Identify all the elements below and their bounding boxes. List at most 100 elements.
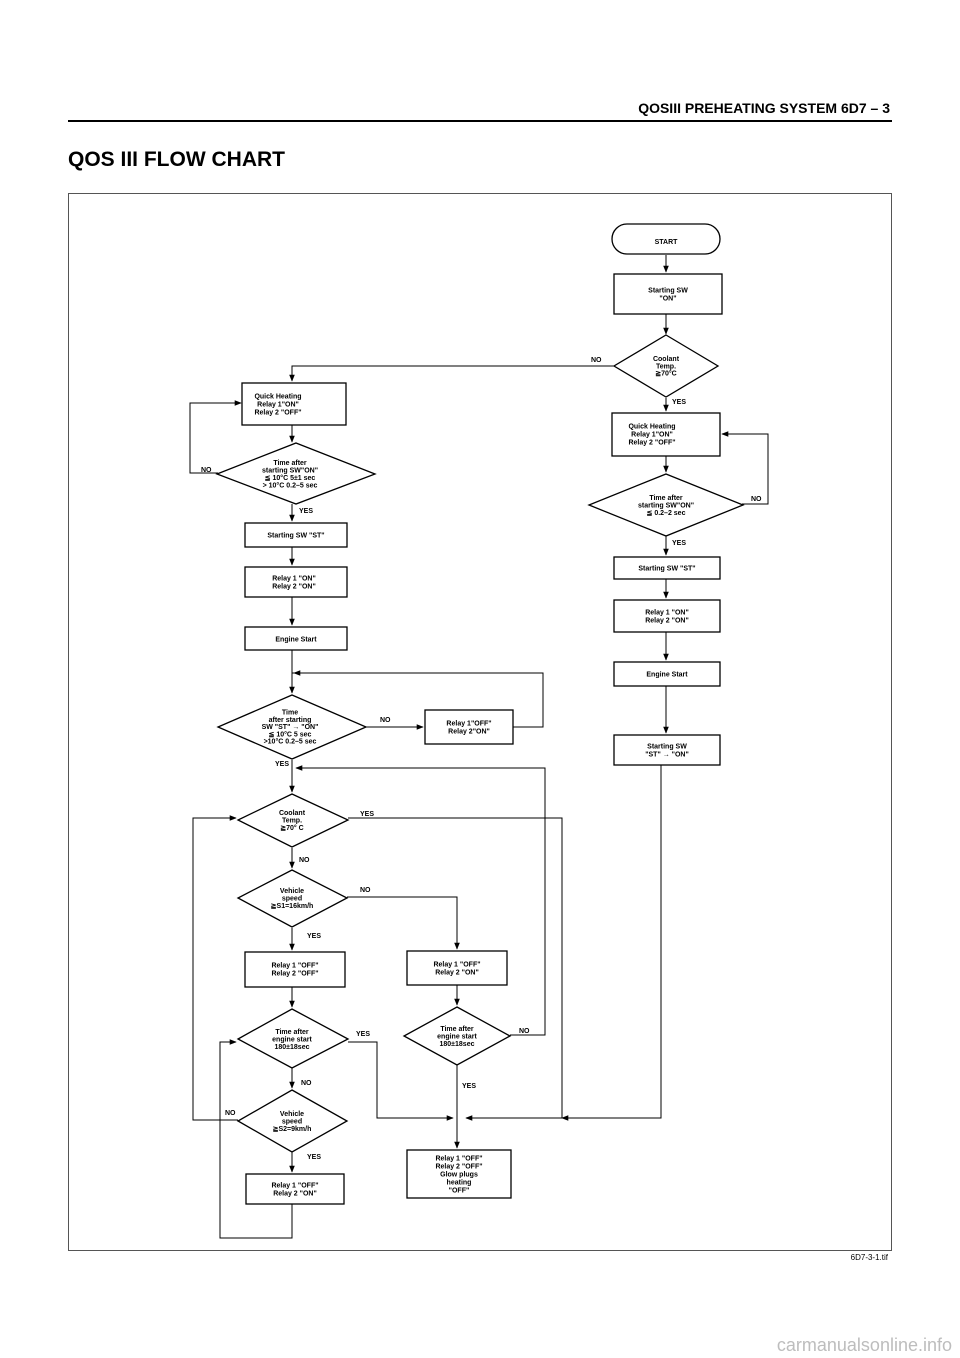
- node-label-m-relay-off-on2: Relay 1 "OFF": [433, 961, 480, 968]
- edge-label-l-speed2-yes: YES: [307, 1154, 321, 1161]
- node-label-l-coolant2: Coolant: [279, 810, 306, 817]
- start-terminator: [611, 223, 721, 255]
- node-label-m-relay-off-on2: Relay 2 "ON": [435, 970, 479, 977]
- node-label-l-relay-off-on3: Relay 1 "OFF": [271, 1182, 318, 1189]
- decision-vehicle-speed-2: [236, 1089, 349, 1153]
- node-label-r-swst: Starting SW "ST": [638, 566, 695, 573]
- node-label-l-time2: after starting: [269, 717, 312, 724]
- node-label-l-swst: Starting SW "ST": [267, 533, 324, 540]
- node-label-r-coolant1: Coolant: [653, 356, 680, 363]
- node-label-l-time2: >10°C 0.2–5 sec: [264, 738, 317, 746]
- node-engine-start-right: [613, 661, 721, 687]
- node-label-r-coolant1: ≧70°C: [655, 370, 677, 378]
- node-label-l-time1: ≦ 10°C 5±1 sec: [265, 474, 316, 482]
- node-label-m-final: Glow plugs: [440, 1172, 478, 1179]
- header-rule: [68, 120, 892, 122]
- node-label-m-time4: 180±18sec: [440, 1041, 475, 1048]
- node-relay-off-on-3: [245, 1173, 345, 1205]
- node-label-start: START: [655, 239, 679, 246]
- node-label-l-relay-on: Relay 1 "ON": [272, 575, 316, 582]
- edge-label-m-time4-yes: YES: [462, 1083, 476, 1090]
- node-label-m-final: heating: [447, 1180, 472, 1187]
- edge-label-r-time-no: NO: [751, 496, 762, 503]
- node-starting-sw-on: [613, 273, 723, 315]
- node-label-r-time: Time after: [649, 495, 683, 502]
- node-label-m-final: "OFF": [449, 1188, 470, 1195]
- node-relay-on-right: [613, 599, 721, 633]
- node-label-l-speed2: speed: [282, 1118, 302, 1125]
- node-label-r-time: ≦ 0.2–2 sec: [647, 510, 686, 517]
- node-relay-off-off: [244, 951, 346, 988]
- edge-label-l-time3-no: NO: [301, 1080, 312, 1087]
- node-label-l-time3: 180±18sec: [275, 1044, 310, 1051]
- node-label-m-relay-off-on: Relay 1"OFF": [446, 720, 491, 727]
- edge-labels: NOYESNOYESNOYESYESNONOYESYESNONOYESNOYES…: [201, 357, 762, 1161]
- node-label-l-time2: ≦ 10°C 5 sec: [269, 731, 312, 739]
- node-starting-sw-st-on: [613, 734, 721, 766]
- node-starting-sw-st-left: [244, 522, 348, 548]
- flowchart-shapes: [215, 223, 745, 1205]
- node-quick-heating-left: [241, 382, 347, 426]
- node-label-r-coolant1: Temp.: [656, 363, 676, 370]
- decision-time-after-st-on: [216, 694, 368, 760]
- node-label-r-qh: Quick Heating: [628, 423, 675, 430]
- node-label-r-swst-on: "ST" → "ON": [645, 752, 689, 759]
- node-label-m-time4: engine start: [437, 1033, 477, 1040]
- node-label-r-qh: Relay 2 "OFF": [628, 440, 675, 447]
- node-label-m-relay-off-on: Relay 2"ON": [448, 729, 490, 736]
- node-relay-on-left: [244, 566, 348, 598]
- node-label-l-qh: Relay 1"ON": [257, 401, 299, 408]
- node-relay-off-on-mid: [424, 709, 514, 745]
- edge-label-r-coolant1-no: NO: [591, 357, 602, 364]
- page-title: QOS III FLOW CHART: [68, 148, 285, 171]
- watermark: carmanualsonline.info: [776, 1335, 952, 1355]
- node-label-r-time: starting SW"ON": [638, 502, 694, 509]
- decision-time-after-starting-right: [587, 473, 745, 537]
- decision-time-after-engine-start-left: [236, 1008, 350, 1069]
- node-label-l-time2: Time: [282, 710, 298, 717]
- node-label-l-speed2: ≧S2=9km/h: [273, 1126, 312, 1133]
- node-label-l-engstart: Engine Start: [275, 637, 317, 644]
- figure-frame: [68, 193, 892, 1251]
- edge-label-l-speed1-no: NO: [360, 887, 371, 894]
- decision-coolant-temp-2: [236, 793, 350, 848]
- edge-label-l-time1-no: NO: [201, 467, 212, 474]
- decision-vehicle-speed-1: [236, 869, 349, 928]
- figure-id: 6D7-3-1.tif: [850, 1253, 888, 1262]
- node-label-r-sw-on: Starting SW: [648, 287, 688, 294]
- node-label-l-time3: Time after: [275, 1029, 309, 1036]
- edge-label-m-time4-no: NO: [519, 1028, 530, 1035]
- node-label-m-final: Relay 2 "OFF": [435, 1163, 482, 1170]
- node-label-l-qh: Quick Heating: [254, 393, 301, 400]
- edge-label-r-coolant1-yes: YES: [672, 399, 686, 406]
- node-label-l-time3: engine start: [272, 1036, 312, 1043]
- node-starting-sw-st-right: [613, 556, 721, 580]
- edge-label-l-time2-yes: YES: [275, 761, 289, 768]
- edge-label-l-time2-no: NO: [380, 717, 391, 724]
- node-quick-heating-right: [611, 412, 721, 457]
- node-label-l-relay-off-off: Relay 1 "OFF": [271, 962, 318, 969]
- node-label-m-time4: Time after: [440, 1026, 474, 1033]
- node-label-r-engstart: Engine Start: [646, 672, 688, 679]
- edge-label-l-time1-yes: YES: [299, 508, 313, 515]
- node-label-l-time1: > 10°C 0.2–5 sec: [263, 482, 318, 490]
- node-label-l-relay-off-off: Relay 2 "OFF": [271, 971, 318, 978]
- node-label-l-coolant2: ≧70° C: [280, 824, 303, 832]
- node-relay-off-on-2: [406, 950, 508, 986]
- node-label-r-qh: Relay 1"ON": [631, 431, 673, 438]
- node-label-r-relay-on: Relay 1 "ON": [645, 609, 689, 616]
- edge-label-l-time3-yes: YES: [356, 1031, 370, 1038]
- node-label-l-relay-off-on3: Relay 2 "ON": [273, 1191, 317, 1198]
- connector-lines: [189, 255, 769, 1239]
- decision-time-after-starting-left: [215, 442, 377, 505]
- edge-label-l-speed1-yes: YES: [307, 933, 321, 940]
- section-header: QOSIII PREHEATING SYSTEM 6D7 – 3: [638, 100, 890, 116]
- node-label-r-relay-on: Relay 2 "ON": [645, 618, 689, 625]
- node-label-r-sw-on: "ON": [659, 296, 676, 303]
- node-label-l-speed2: Vehicle: [280, 1111, 304, 1118]
- edge-label-l-coolant2-yes: YES: [360, 811, 374, 818]
- node-label-l-time1: starting SW"ON": [262, 468, 318, 475]
- node-label-r-swst-on: Starting SW: [647, 743, 687, 750]
